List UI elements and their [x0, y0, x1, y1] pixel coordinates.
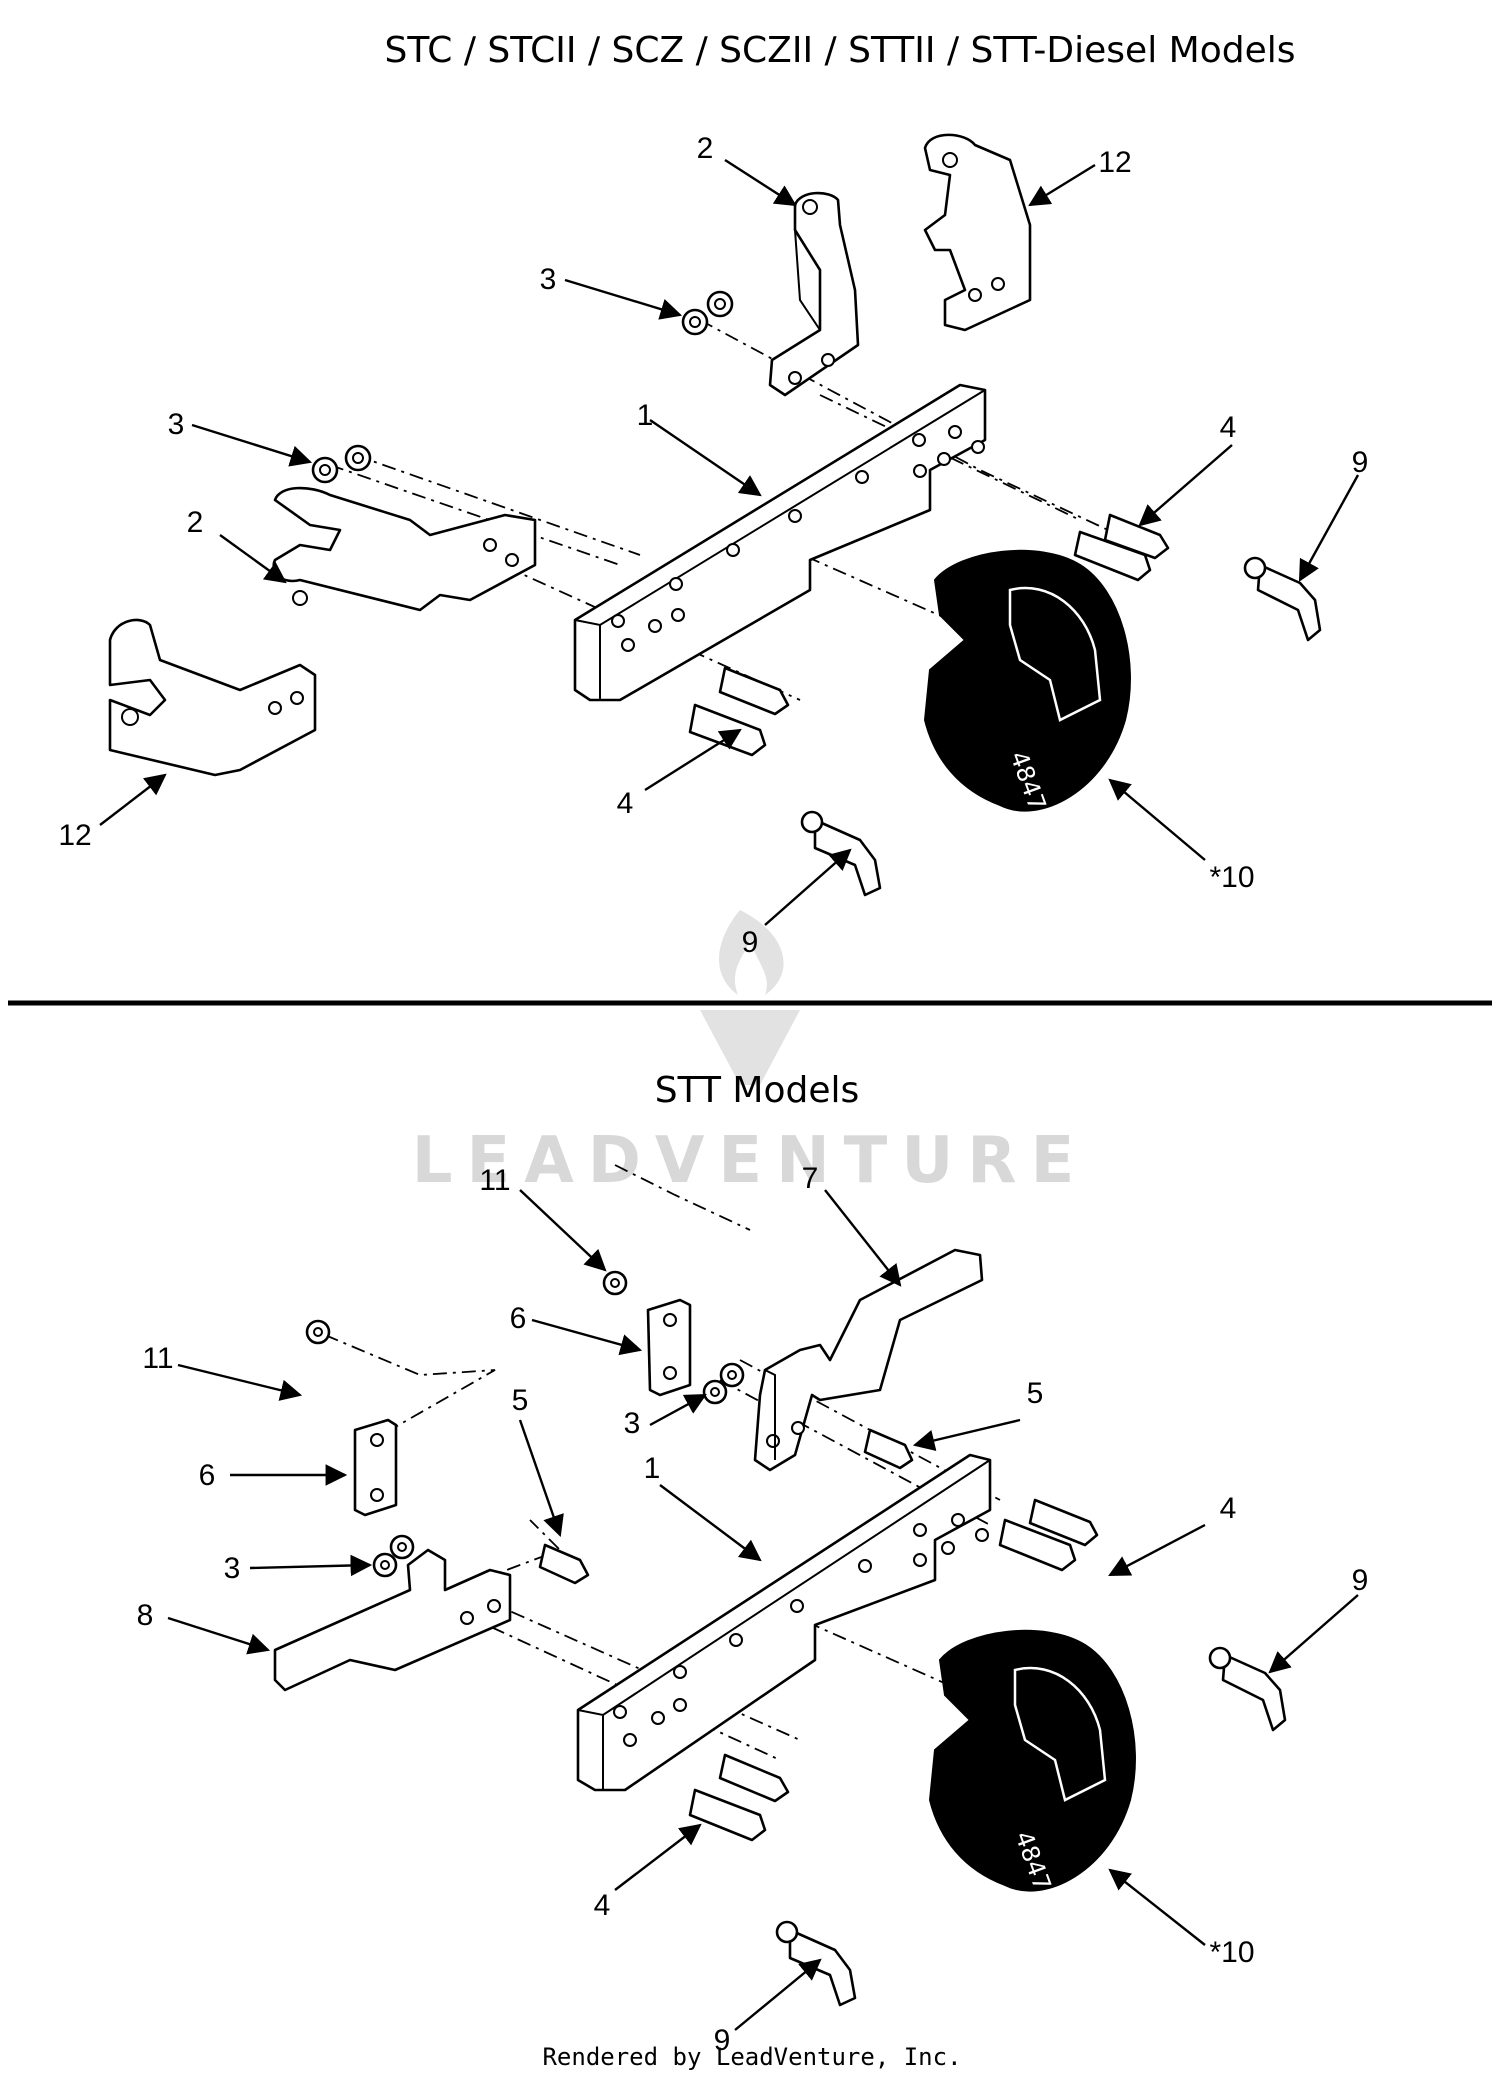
callout-label: 9: [1352, 446, 1369, 479]
mount-bracket-8: [273, 1548, 512, 1692]
weight-bracket-bar-bottom: [576, 1453, 992, 1792]
callout-label: 3: [624, 1407, 641, 1440]
callout-label: 11: [142, 1342, 173, 1375]
leaders-bottom: [167, 1189, 1359, 2031]
mount-bracket-12-upper: [923, 133, 1032, 332]
callout-label: 2: [697, 132, 714, 165]
callout-label: 1: [644, 1452, 661, 1485]
callout-label: 4: [617, 787, 634, 820]
bolts-bottom: [538, 1428, 1099, 1842]
leaders-top: [99, 158, 1360, 926]
callout-label: *10: [1209, 1936, 1254, 1969]
bottom-assembly: 484758: [137, 1162, 1369, 2057]
callout-label: 5: [1027, 1377, 1044, 1410]
callout-label: 9: [714, 2024, 731, 2057]
callout-label: 9: [742, 926, 759, 959]
callout-label: 11: [479, 1164, 510, 1197]
hex-nuts-top: [311, 290, 734, 484]
title-bottom: STT Models: [655, 1070, 860, 1111]
callout-label: 4: [1220, 1492, 1237, 1525]
spacer-plate-6-lower: [353, 1418, 398, 1517]
callout-label: 7: [802, 1162, 819, 1195]
callout-label: 3: [168, 408, 185, 441]
lock-pins-bottom: [775, 1646, 1287, 2007]
callout-label: 6: [510, 1302, 527, 1335]
mount-bracket-left: [272, 486, 537, 612]
weight-bracket-bar: [573, 383, 987, 702]
callout-label: 4: [1220, 411, 1237, 444]
watermark: LEADVENTURE: [412, 910, 1089, 1198]
callout-label: 8: [137, 1599, 154, 1632]
callouts-top: 2 12 3 3 1 4 9 2 12 4 9 *10: [58, 132, 1368, 959]
watermark-text: LEADVENTURE: [412, 1124, 1089, 1198]
callouts-bottom: 11 7 6 11 5 5 3 6 1 4 9 3 8 4 *10 9: [137, 1162, 1369, 2057]
callout-label: 3: [224, 1552, 241, 1585]
title-top: STC / STCII / SCZ / SCZII / STTII / STT-…: [385, 30, 1296, 71]
callout-label: 5: [512, 1384, 529, 1417]
callout-label: 6: [199, 1459, 216, 1492]
suitcase-weight-top: 484758: [923, 549, 1131, 843]
render-credit: Rendered by LeadVenture, Inc.: [542, 2043, 961, 2071]
v-logo-icon: [700, 1010, 800, 1085]
callout-label: 12: [58, 819, 91, 852]
mount-bracket-7: [753, 1248, 984, 1472]
mount-bracket-12-left: [108, 618, 317, 777]
callout-label: 3: [540, 263, 557, 296]
mount-bracket-upper: [768, 191, 860, 397]
callout-label: 12: [1098, 146, 1131, 179]
top-assembly: 484758 2 12 3 3: [58, 132, 1368, 959]
bolts-top: [688, 513, 1170, 757]
callout-label: 4: [594, 1889, 611, 1922]
callout-label: *10: [1209, 861, 1254, 894]
suitcase-weight-bottom: 484758: [928, 1629, 1136, 1923]
spacer-plate-6-upper: [646, 1298, 692, 1397]
callout-label: 1: [637, 399, 654, 432]
hex-nuts-bottom: [305, 1270, 745, 1578]
callout-label: 9: [1352, 1564, 1369, 1597]
flame-logo-icon: [719, 910, 784, 995]
callout-label: 2: [187, 506, 204, 539]
